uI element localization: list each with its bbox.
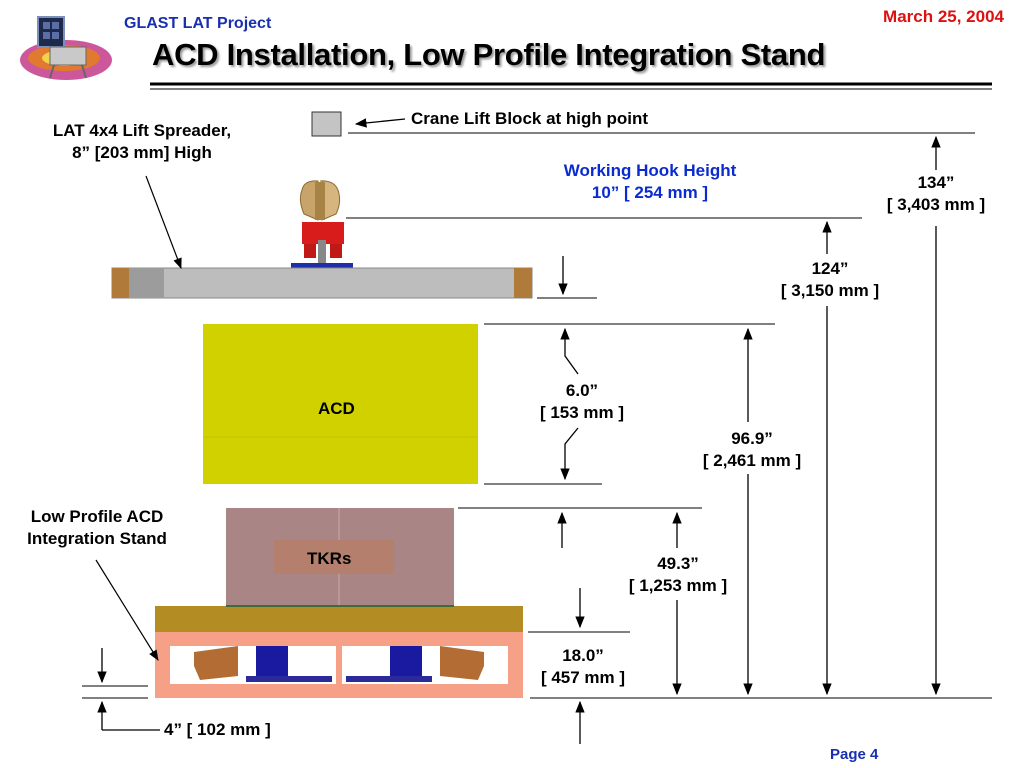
title-rule	[150, 82, 992, 90]
dimension-arrows	[97, 135, 941, 744]
acd-label: ACD	[318, 399, 355, 418]
stand-pointer	[95, 559, 159, 661]
dim-49-3-line1: 49.3”	[657, 554, 699, 573]
dim-6-line2: [ 153 mm ]	[539, 403, 625, 422]
dim-134-line1: 134”	[917, 173, 955, 192]
dim-124-line2: [ 3,150 mm ]	[780, 281, 880, 300]
dim-96-9: 96.9” [ 2,461 mm ]	[682, 428, 822, 472]
glast-logo	[14, 12, 114, 84]
crane-block-label: Crane Lift Block at high point	[411, 109, 649, 128]
crane-block-arrow	[354, 118, 406, 128]
dim-18-line1: 18.0”	[562, 646, 604, 665]
dim-124: 124” [ 3,150 mm ]	[760, 258, 900, 302]
lift-hook	[291, 180, 353, 269]
dim-96-9-line2: [ 2,461 mm ]	[702, 451, 802, 470]
dim-134-line2: [ 3,403 mm ]	[886, 195, 986, 214]
dim-18-line2: [ 457 mm ]	[540, 668, 626, 687]
dim-49-3: 49.3” [ 1,253 mm ]	[608, 553, 748, 597]
dim-4: 4” [ 102 mm ]	[164, 720, 271, 739]
slide-title: ACD Installation, Low Profile Integratio…	[152, 37, 826, 72]
spreader-label: LAT 4x4 Lift Spreader, 8” [203 mm] High	[28, 120, 256, 164]
tkrs-label: TKRs	[307, 549, 352, 568]
spreader-label-line2: 8” [203 mm] High	[72, 143, 212, 162]
hook-height-label: Working Hook Height 10” [ 254 mm ]	[540, 160, 760, 204]
dim-6-line1: 6.0”	[565, 381, 599, 400]
project-name: GLAST LAT Project	[124, 15, 272, 32]
reference-lines	[82, 132, 992, 699]
lift-spreader	[111, 267, 533, 299]
hook-height-line2: 10” [ 254 mm ]	[591, 183, 709, 202]
dim-124-line1: 124”	[811, 259, 849, 278]
stand-label-line1: Low Profile ACD	[30, 507, 164, 526]
tkr-block	[226, 508, 454, 606]
stand-label: Low Profile ACD Integration Stand	[4, 506, 190, 550]
stand-label-line2: Integration Stand	[27, 529, 167, 548]
dim-96-9-line1: 96.9”	[731, 429, 773, 448]
integration-stand	[155, 605, 523, 698]
crane-lift-block	[311, 111, 342, 137]
acd-block	[203, 324, 478, 484]
dim-134: 134” [ 3,403 mm ]	[866, 172, 1006, 216]
page-number: Page 4	[830, 746, 879, 763]
dim-6: 6.0” [ 153 mm ]	[522, 380, 642, 424]
spreader-pointer	[145, 175, 182, 270]
dim-18: 18.0” [ 457 mm ]	[518, 645, 648, 689]
spreader-label-line1: LAT 4x4 Lift Spreader,	[52, 121, 232, 140]
dim-49-3-line2: [ 1,253 mm ]	[628, 576, 728, 595]
hook-height-line1: Working Hook Height	[563, 161, 737, 180]
slide-date: March 25, 2004	[883, 7, 1004, 26]
